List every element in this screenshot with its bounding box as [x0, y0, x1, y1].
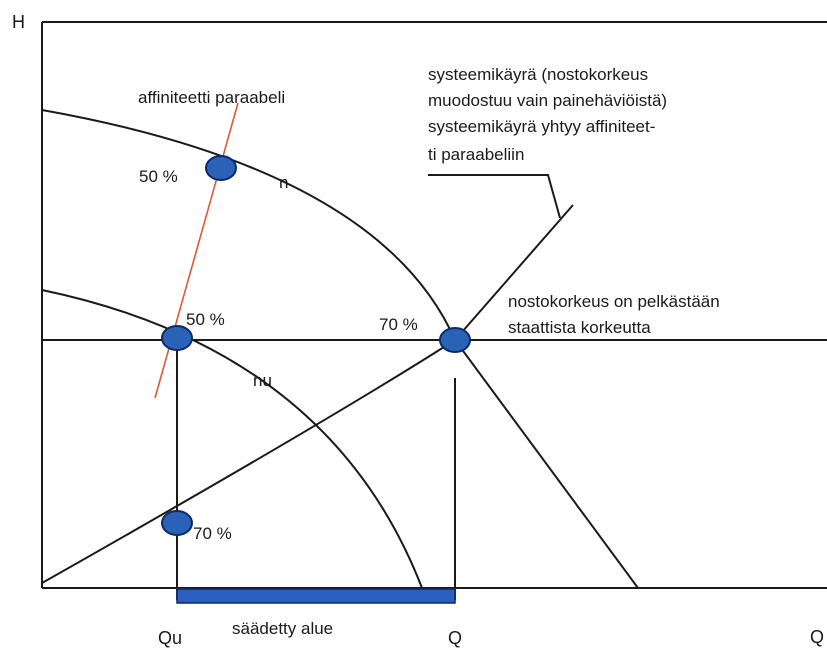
pct-bottom-label: 70 %: [193, 524, 232, 543]
curve-nu-label: nu: [253, 371, 272, 390]
system-curve-label-3: systeemikäyrä yhtyy affiniteet-: [428, 117, 655, 136]
static-head-label-1: nostokorkeus on pelkästään: [508, 292, 720, 311]
qu-label: Qu: [158, 628, 182, 648]
pump-curve-nu: [41, 289, 423, 589]
static-head-label-2: staattista korkeutta: [508, 318, 651, 337]
system-curve: [41, 204, 574, 584]
q-label: Q: [448, 628, 462, 648]
affinity-parabola-label: affiniteetti paraabeli: [138, 88, 285, 107]
axes: [41, 21, 827, 589]
y-axis-label: H: [12, 12, 25, 32]
pump-curve-n: [41, 109, 639, 589]
regulated-range-bar: [176, 588, 456, 604]
pct-top-label: 50 %: [139, 167, 178, 186]
regulated-range-label: säädetty alue: [232, 619, 333, 638]
curve-n-label: n: [279, 173, 288, 192]
marker-mid: [161, 325, 193, 351]
system-curve-label-4: ti paraabeliin: [428, 145, 524, 164]
system-curve-leader: [428, 174, 561, 219]
system-curve-label-2: muodostuu vain painehäviöistä): [428, 91, 667, 110]
x-axis-label: Q: [810, 627, 824, 647]
pct-mid-label: 50 %: [186, 310, 225, 329]
marker-right: [439, 327, 471, 353]
marker-bottom: [161, 510, 193, 536]
marker-top: [205, 155, 237, 181]
pct-right-label: 70 %: [379, 315, 418, 334]
system-curve-label-1: systeemikäyrä (nostokorkeus: [428, 65, 648, 84]
